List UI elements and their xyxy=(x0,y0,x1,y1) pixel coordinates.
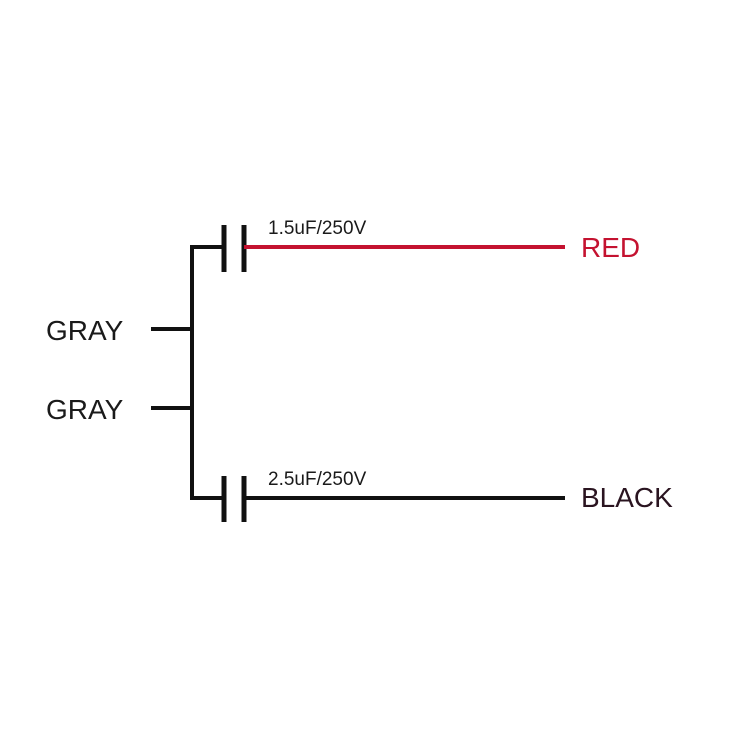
bottom-capacitor-rating: 2.5uF/250V xyxy=(268,469,367,490)
bottom-capacitor-symbol xyxy=(221,476,247,522)
gray-bottom-label: GRAY xyxy=(46,394,124,425)
red-label: RED xyxy=(581,232,640,263)
top-capacitor-rating: 1.5uF/250V xyxy=(268,218,367,239)
black-label: BLACK xyxy=(581,482,673,513)
top-capacitor-symbol xyxy=(221,225,247,272)
gray-top-label: GRAY xyxy=(46,315,124,346)
